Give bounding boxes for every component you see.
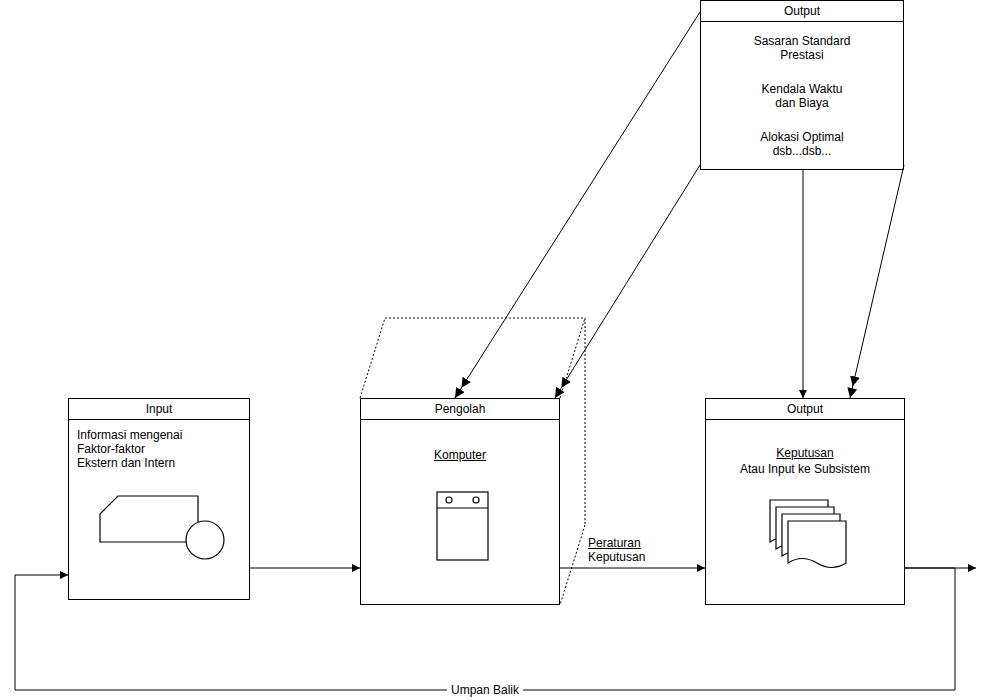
output-box: OutputSasaran Standard PrestasiKendala W… xyxy=(700,0,904,170)
cube-edge xyxy=(585,318,586,525)
output-box: OutputKeputusanAtau Input ke Subsistem xyxy=(705,398,905,605)
documents-icon xyxy=(770,500,846,568)
vehicle-wheel xyxy=(186,521,224,559)
computer-icon xyxy=(437,492,488,560)
flow-arrow xyxy=(803,170,804,398)
flow-arrow xyxy=(560,568,705,569)
computer-button xyxy=(446,497,452,503)
box-heading: Input xyxy=(69,399,249,420)
cube-edge xyxy=(385,318,585,319)
document-sheet xyxy=(788,521,846,568)
feedback-label: Umpan Balik xyxy=(447,683,523,697)
computer-button xyxy=(473,497,479,503)
flow-arrow xyxy=(850,165,904,398)
box-heading: Output xyxy=(706,399,904,420)
box-heading: Pengolah xyxy=(361,399,559,420)
flow-arrow xyxy=(455,12,700,398)
box-text: Keputusan xyxy=(715,446,895,460)
input-box: InputInformasi mengenai Faktor-faktor Ek… xyxy=(68,398,250,600)
vehicle-icon xyxy=(100,496,224,559)
cube-edge xyxy=(360,318,385,398)
edge-label: Peraturan Keputusan xyxy=(588,536,658,564)
box-text: Alokasi Optimal dsb...dsb... xyxy=(752,130,852,158)
cube-outline xyxy=(360,318,585,605)
processor-box: PengolahKomputer xyxy=(360,398,560,605)
cube-edge xyxy=(560,525,585,605)
computer-case xyxy=(437,492,488,560)
flow-arrow xyxy=(250,568,360,569)
flow-arrow xyxy=(555,165,700,398)
box-heading: Output xyxy=(701,1,903,22)
cube-edge xyxy=(560,318,585,398)
box-text: Informasi mengenai Faktor-faktor Ekstern… xyxy=(77,428,187,470)
box-text: Atau Input ke Subsistem xyxy=(715,462,895,476)
computer-line xyxy=(437,507,488,508)
vehicle-body xyxy=(100,496,198,542)
box-text: Komputer xyxy=(370,448,550,462)
output-arrow xyxy=(905,568,976,569)
box-text: Sasaran Standard Prestasi xyxy=(752,34,852,62)
box-text: Kendala Waktu dan Biaya xyxy=(752,82,852,110)
feedback-line xyxy=(15,568,955,690)
